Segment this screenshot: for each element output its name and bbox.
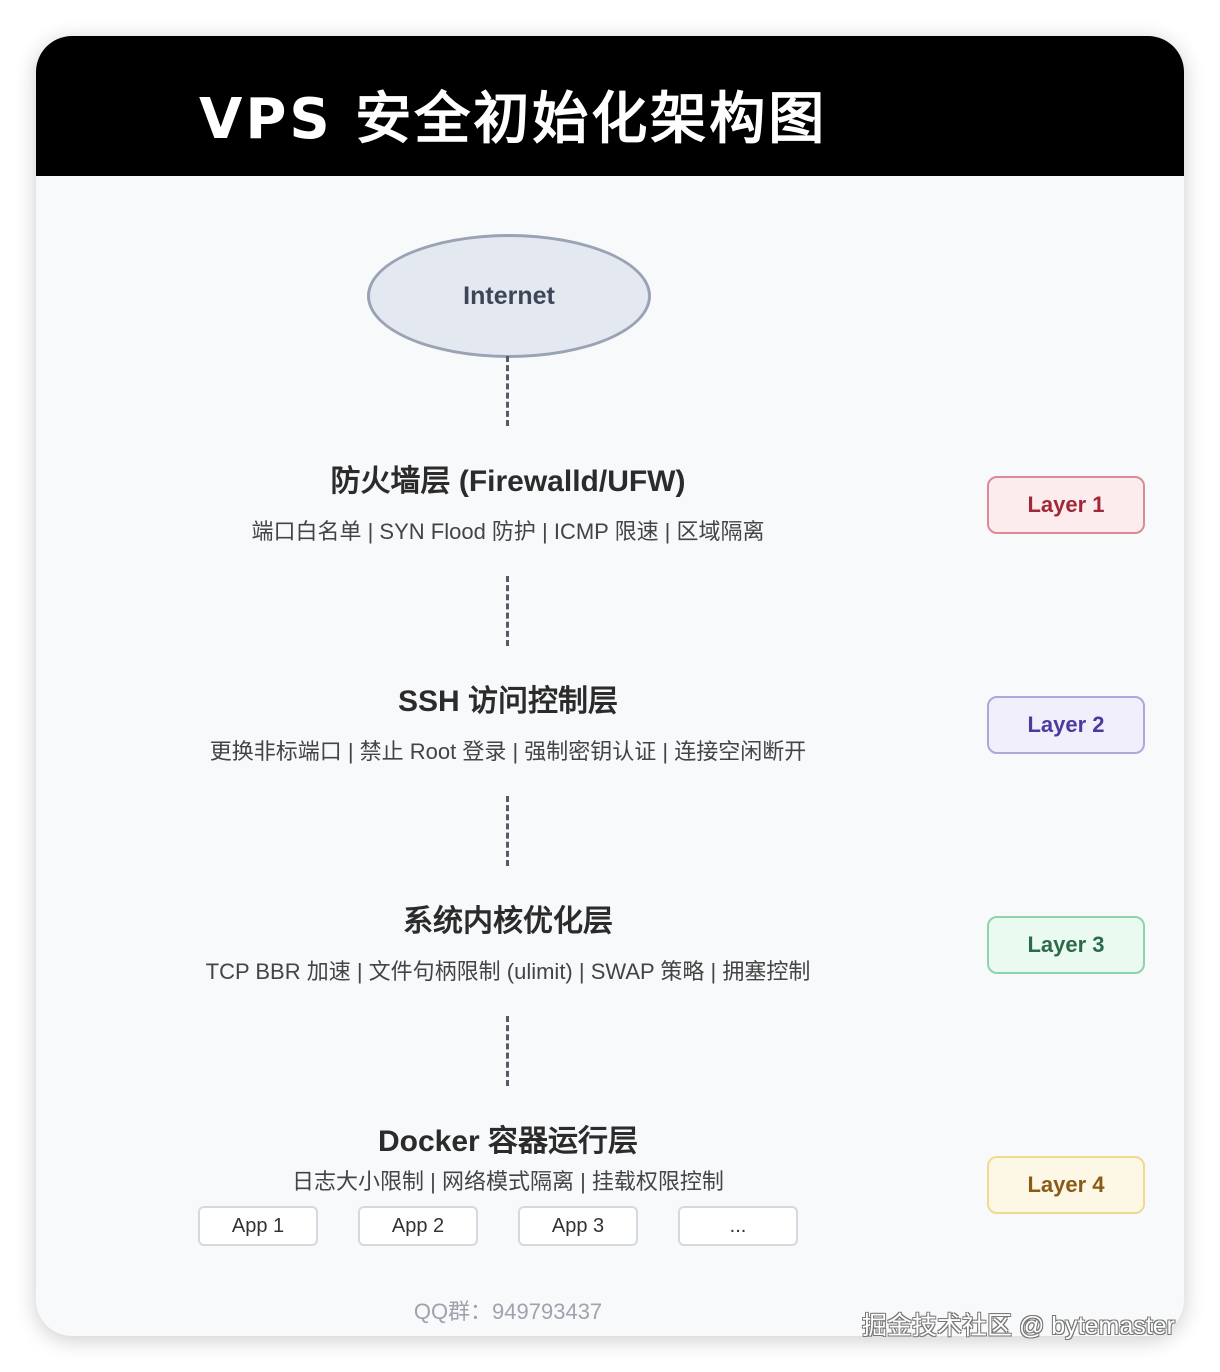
diagram-card: VPS 安全初始化架构图 Internet 防火墙层 (Firewalld/UF… <box>36 36 1184 1336</box>
qq-group-text: QQ群：949793437 <box>413 1299 603 1324</box>
header-bar: VPS 安全初始化架构图 <box>36 36 1184 176</box>
app-container-box: App 1 <box>198 1206 318 1246</box>
internet-node: Internet <box>367 234 651 358</box>
internet-label: Internet <box>463 281 555 310</box>
layer-badge-2: Layer 2 <box>987 696 1145 754</box>
connector-line <box>506 356 509 426</box>
layer-desc-kernel: TCP BBR 加速 | 文件句柄限制 (ulimit) | SWAP 策略 |… <box>205 959 811 984</box>
layer-title-kernel: 系统内核优化层 <box>403 905 613 938</box>
layer-desc-ssh: 更换非标端口 | 禁止 Root 登录 | 强制密钥认证 | 连接空闲断开 <box>209 739 807 764</box>
layer-title-ssh: SSH 访问控制层 <box>397 685 619 718</box>
app-container-box: App 2 <box>358 1206 478 1246</box>
layer-badge-1: Layer 1 <box>987 476 1145 534</box>
layer-desc-docker: 日志大小限制 | 网络模式隔离 | 挂载权限控制 <box>292 1169 724 1194</box>
layer-title-firewall: 防火墙层 (Firewalld/UFW) <box>330 465 686 498</box>
connector-line <box>506 1016 509 1086</box>
app-container-box: App 3 <box>518 1206 638 1246</box>
layer-badge-3: Layer 3 <box>987 916 1145 974</box>
diagram-title: VPS 安全初始化架构图 <box>199 87 828 152</box>
layer-title-docker: Docker 容器运行层 <box>377 1125 639 1158</box>
connector-line <box>506 576 509 646</box>
watermark: 掘金技术社区 @ bytemaster <box>862 1312 1175 1340</box>
layer-badge-4: Layer 4 <box>987 1156 1145 1214</box>
connector-line <box>506 796 509 866</box>
layer-desc-firewall: 端口白名单 | SYN Flood 防护 | ICMP 限速 | 区域隔离 <box>251 519 765 544</box>
app-container-box: ... <box>678 1206 798 1246</box>
